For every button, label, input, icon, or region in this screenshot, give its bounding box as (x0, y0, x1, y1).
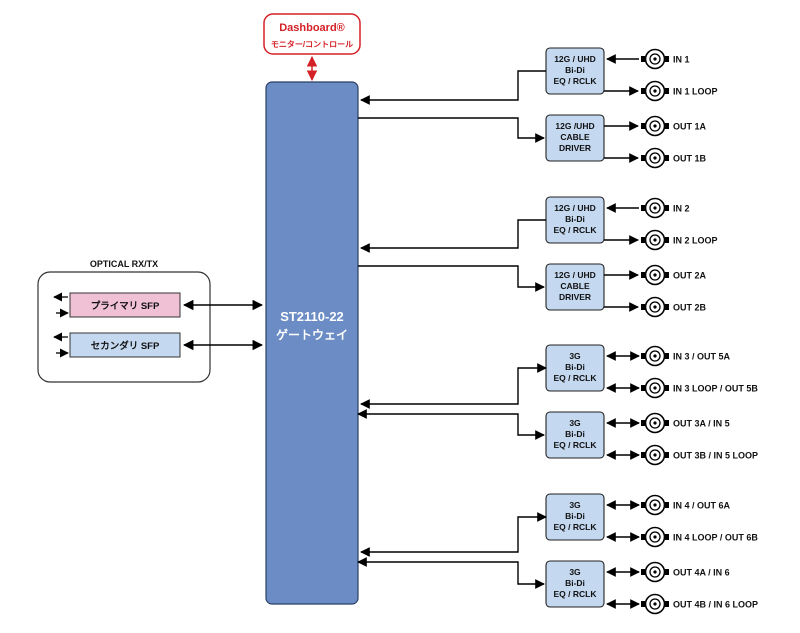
block-label: 12G / UHD (554, 54, 596, 64)
bnc-connector-icon (641, 296, 669, 318)
port-label: OUT 2B (673, 303, 707, 313)
bnc-connector-icon (641, 377, 669, 399)
bnc-connector-icon (641, 444, 669, 466)
port-label: IN 4 / OUT 6A (673, 501, 731, 511)
block-label: EQ / RCLK (554, 225, 598, 235)
block-label: EQ / RCLK (554, 589, 598, 599)
port-label: IN 3 LOOP / OUT 5B (673, 384, 758, 394)
bnc-connector-icon (641, 412, 669, 434)
block-label: 3G (569, 500, 581, 510)
block-label: 3G (569, 418, 581, 428)
block-label: EQ / RCLK (554, 440, 598, 450)
block-label: 12G / UHD (554, 203, 596, 213)
gateway-subtitle: ゲートウェイ (276, 327, 348, 342)
secondary-sfp-label: セカンダリ SFP (91, 340, 160, 352)
port-label: IN 1 LOOP (673, 87, 718, 97)
block-label: Bi-Di (565, 65, 585, 75)
port-label: OUT 4A / IN 6 (673, 568, 730, 578)
port-label: IN 2 LOOP (673, 236, 718, 246)
block-label: 3G (569, 567, 581, 577)
block-label: EQ / RCLK (554, 76, 598, 86)
bnc-connector-icon (641, 115, 669, 137)
block-label: Bi-Di (565, 429, 585, 439)
block-label: DRIVER (559, 292, 591, 302)
bnc-connector-icon (641, 264, 669, 286)
bnc-connector-icon (641, 197, 669, 219)
bnc-connector-icon (641, 80, 669, 102)
port-label: IN 1 (673, 55, 690, 65)
block-label: Bi-Di (565, 578, 585, 588)
bnc-connector-icon (641, 147, 669, 169)
bnc-connector-icon (641, 526, 669, 548)
port-label: OUT 2A (673, 271, 707, 281)
block-label: CABLE (560, 281, 590, 291)
port-label: OUT 3B / IN 5 LOOP (673, 451, 758, 461)
bnc-connector-icon (641, 494, 669, 516)
port-label: OUT 4B / IN 6 LOOP (673, 600, 758, 610)
bnc-connector-icon (641, 48, 669, 70)
port-label: OUT 1A (673, 122, 707, 132)
port-label: OUT 3A / IN 5 (673, 419, 730, 429)
bnc-connector-icon (641, 229, 669, 251)
optical-title: OPTICAL RX/TX (90, 259, 158, 269)
secondary-sfp (69, 332, 181, 358)
bnc-connector-icon (641, 593, 669, 615)
primary-sfp-label: プライマリ SFP (91, 300, 160, 312)
block-label: EQ / RCLK (554, 373, 598, 383)
block-label: 12G / UHD (554, 270, 596, 280)
block-label: Bi-Di (565, 511, 585, 521)
dashboard-subtitle: モニター/コントロール (271, 39, 353, 49)
bnc-connector-icon (641, 345, 669, 367)
port-label: IN 2 (673, 204, 690, 214)
optical-rxtx-group: OPTICAL RX/TX プライマリ SFP セカンダリ SFP (37, 259, 264, 383)
port-label: IN 4 LOOP / OUT 6B (673, 533, 758, 543)
gateway-block: ST2110-22 ゲートウェイ (265, 81, 359, 605)
block-label: EQ / RCLK (554, 522, 598, 532)
block-label: DRIVER (559, 143, 591, 153)
port-label: OUT 1B (673, 154, 707, 164)
primary-sfp (69, 292, 181, 318)
bnc-connector-icon (641, 561, 669, 583)
dashboard-control: Dashboard® モニター/コントロール (263, 13, 361, 55)
block-label: Bi-Di (565, 362, 585, 372)
block-label: Bi-Di (565, 214, 585, 224)
dashboard-title: Dashboard® (279, 22, 345, 34)
gateway-title: ST2110-22 (280, 309, 344, 324)
block-label: CABLE (560, 132, 590, 142)
block-label: 12G /UHD (555, 121, 594, 131)
block-label: 3G (569, 351, 581, 361)
port-label: IN 3 / OUT 5A (673, 352, 731, 362)
